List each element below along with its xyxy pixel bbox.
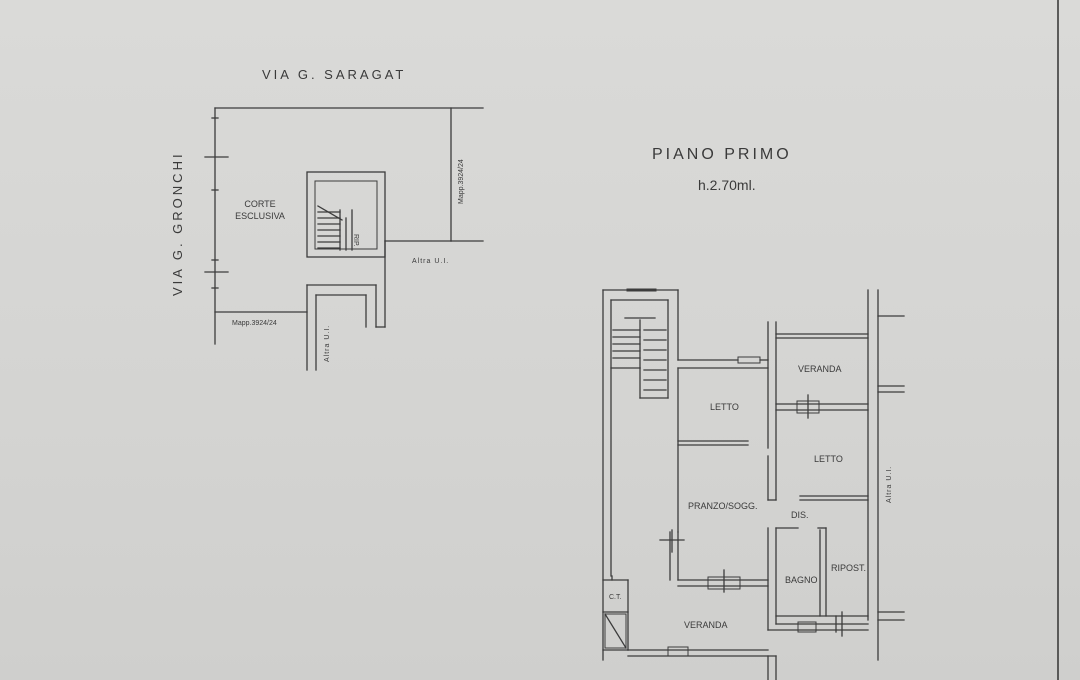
street-label-left: VIA G. GRONCHI: [170, 151, 185, 296]
altra-label-bottom: Altra U.I.: [324, 324, 331, 362]
floor-title: PIANO PRIMO: [652, 146, 792, 163]
mapp-label-bottom: Mapp.3924/24: [232, 320, 277, 327]
corte-label-line2: ESCLUSIVA: [235, 211, 285, 221]
rip-label: RIP.: [352, 234, 359, 247]
room-ct: C.T.: [609, 594, 622, 601]
room-bagno: BAGNO: [785, 575, 818, 585]
altra-ui-label: Altra U.I.: [886, 465, 893, 503]
street-label-top: VIA G. SARAGAT: [262, 67, 407, 82]
room-letto-left: LETTO: [710, 402, 739, 412]
room-veranda-bottom: VERANDA: [684, 620, 728, 630]
floor-plan: [602, 288, 905, 680]
room-pranzo: PRANZO/SOGG.: [688, 501, 758, 511]
floor-height: h.2.70ml.: [698, 177, 756, 193]
room-ripost: RIPOST.: [831, 563, 867, 573]
site-plan: [204, 107, 484, 371]
room-letto-right: LETTO: [814, 454, 843, 464]
room-veranda-top: VERANDA: [798, 364, 842, 374]
room-dis: DIS.: [791, 510, 809, 520]
altra-label-right: Altra U.I.: [412, 258, 450, 265]
corte-label-line1: CORTE: [244, 199, 276, 209]
mapp-label-right: Mapp.3924/24: [458, 159, 465, 204]
